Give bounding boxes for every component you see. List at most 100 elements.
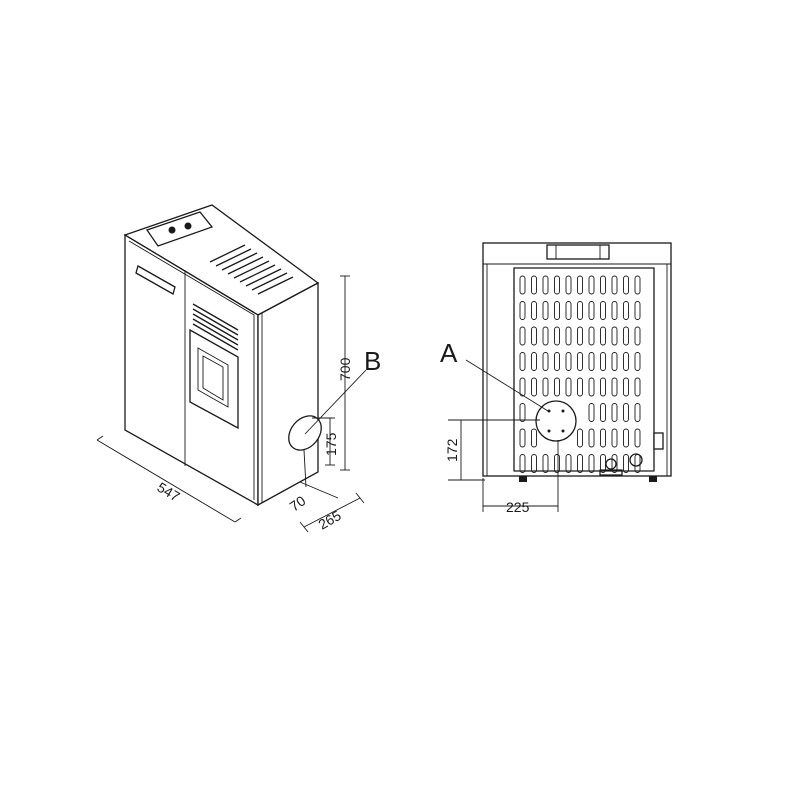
vent-slot bbox=[531, 275, 537, 295]
dim-label-rear-outlet-offset: 225 bbox=[506, 499, 530, 515]
vent-slot bbox=[565, 454, 572, 473]
vent-slot bbox=[531, 301, 537, 320]
vent-slot bbox=[519, 301, 526, 320]
vent-slot bbox=[588, 403, 595, 422]
vent-slot bbox=[531, 377, 537, 397]
vent-slot bbox=[623, 454, 629, 473]
vent-slot bbox=[611, 326, 618, 346]
rear-dimension-lines bbox=[448, 359, 559, 512]
vent-slot bbox=[519, 403, 526, 422]
vent-slot bbox=[611, 301, 618, 320]
vent-slot bbox=[634, 301, 641, 320]
vent-slot bbox=[577, 428, 583, 448]
top-panel-hole bbox=[184, 222, 192, 230]
dim-label-outlet-height: 175 bbox=[323, 432, 339, 456]
vent-slot bbox=[554, 454, 560, 473]
vent-slot bbox=[542, 377, 549, 397]
fire-door-window bbox=[197, 347, 229, 408]
vent-slot bbox=[611, 403, 618, 422]
dim-line-outlet-offset bbox=[299, 481, 339, 499]
vent-slot bbox=[577, 454, 583, 473]
vent-slot bbox=[565, 275, 572, 295]
vent-slot bbox=[519, 352, 526, 371]
vent-slot bbox=[554, 301, 560, 320]
vent-slot bbox=[634, 403, 641, 422]
vent-slot bbox=[634, 352, 641, 371]
dim-label-outlet-offset: 70 bbox=[287, 492, 309, 514]
rear-outer-frame bbox=[482, 242, 672, 477]
callout-b-leader bbox=[304, 369, 367, 435]
vent-slot bbox=[531, 326, 537, 346]
rear-top-tab bbox=[546, 244, 610, 260]
rear-foot bbox=[649, 476, 657, 482]
vent-slot bbox=[600, 428, 606, 448]
vent-slot bbox=[611, 275, 618, 295]
vent-slot bbox=[519, 428, 526, 448]
vent-slot bbox=[588, 377, 595, 397]
stove-top-panel bbox=[145, 211, 214, 247]
vent-slot bbox=[611, 377, 618, 397]
dim-line-depth bbox=[303, 497, 361, 528]
vent-slot bbox=[565, 377, 572, 397]
rear-bottom-plate bbox=[599, 469, 623, 476]
vent-slot bbox=[577, 352, 583, 371]
vent-slot bbox=[600, 275, 606, 295]
front-dimension-lines bbox=[96, 275, 367, 533]
vent-slot bbox=[611, 428, 618, 448]
rear-inner-panel bbox=[513, 267, 655, 472]
callout-a-leader bbox=[465, 359, 549, 412]
vent-slot bbox=[623, 377, 629, 397]
vent-slot bbox=[565, 352, 572, 371]
vent-slot bbox=[634, 326, 641, 346]
vent-slot bbox=[634, 428, 641, 448]
vent-slot bbox=[519, 326, 526, 346]
vent-slot bbox=[588, 352, 595, 371]
vent-slot bbox=[577, 275, 583, 295]
vent-slot bbox=[565, 301, 572, 320]
vent-slot bbox=[554, 326, 560, 346]
rear-vent-slots bbox=[519, 275, 641, 473]
vent-slot bbox=[519, 377, 526, 397]
stove-rear-view bbox=[482, 242, 672, 482]
stove-side-face bbox=[257, 281, 319, 507]
vent-slot bbox=[623, 326, 629, 346]
vent-slot bbox=[623, 275, 629, 295]
vent-slot bbox=[554, 352, 560, 371]
vent-slot bbox=[565, 326, 572, 346]
vent-slot bbox=[531, 428, 537, 448]
vent-slot bbox=[531, 454, 537, 473]
vent-slot bbox=[519, 454, 526, 473]
vent-slot bbox=[588, 428, 595, 448]
vent-slot bbox=[588, 275, 595, 295]
vent-slot bbox=[554, 377, 560, 397]
dim-label-depth: 265 bbox=[316, 507, 344, 533]
stove-isometric-view bbox=[123, 204, 322, 507]
rear-bottom-fixture bbox=[605, 458, 617, 470]
vent-slot bbox=[623, 301, 629, 320]
front-rim-edge bbox=[128, 240, 255, 500]
vent-slot bbox=[554, 275, 560, 295]
vent-slot bbox=[542, 275, 549, 295]
vent-slot bbox=[542, 301, 549, 320]
top-vent-grille bbox=[209, 244, 294, 295]
vent-slot bbox=[600, 403, 606, 422]
door-handle-slot bbox=[135, 265, 176, 295]
vent-slot bbox=[611, 454, 618, 473]
rear-foot bbox=[519, 476, 527, 482]
vent-slot bbox=[634, 275, 641, 295]
vent-slot bbox=[531, 352, 537, 371]
front-vent-grille bbox=[192, 303, 239, 351]
vent-slot bbox=[588, 326, 595, 346]
dim-line-width bbox=[96, 439, 236, 523]
vent-slot bbox=[600, 301, 606, 320]
rear-bottom-fixture bbox=[629, 453, 643, 467]
vent-slot bbox=[519, 275, 526, 295]
vent-slot bbox=[577, 326, 583, 346]
vent-slot bbox=[588, 301, 595, 320]
vent-slot bbox=[577, 301, 583, 320]
rear-side-bracket bbox=[653, 432, 664, 450]
vent-slot bbox=[600, 352, 606, 371]
dim-label-rear-outlet-height: 172 bbox=[444, 438, 460, 462]
